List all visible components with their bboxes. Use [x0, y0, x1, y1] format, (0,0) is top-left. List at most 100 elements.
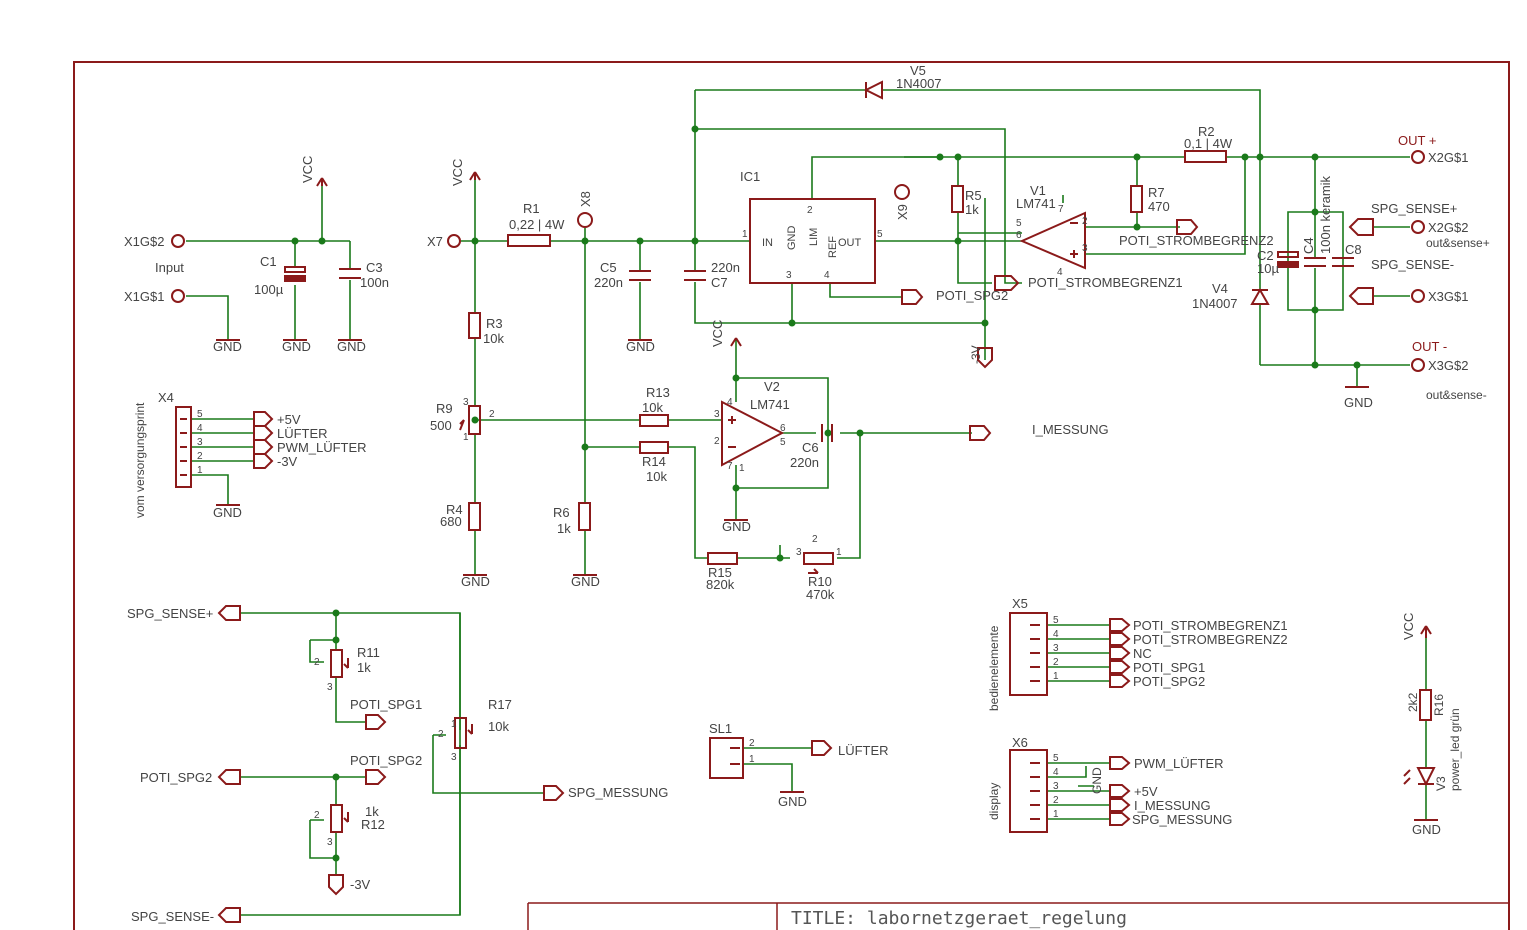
lbl-r15v: 820k — [706, 577, 735, 592]
lbl-r7: R7 — [1148, 185, 1165, 200]
labels: X1G$2 X1G$1 Input VCC C1 100µ C3 100n GN… — [124, 63, 1490, 924]
lbl-gnd-r6: GND — [571, 574, 600, 589]
lbl-r12: R12 — [361, 817, 385, 832]
pin-number: 2 — [812, 534, 818, 545]
lbl-r9v: 500 — [430, 418, 452, 433]
lbl-spg-sense-plus: SPG_SENSE+ — [1371, 201, 1457, 216]
lbl-x5-p2: POTI_SPG1 — [1133, 660, 1205, 675]
lbl-gnd-v2: GND — [722, 519, 751, 534]
pin-number: 2 — [314, 657, 320, 668]
v1-opamp-body — [1019, 211, 1086, 270]
lbl-r7v: 470 — [1148, 199, 1170, 214]
lbl-x3g2: X3G$2 — [1428, 358, 1468, 373]
lbl-pin-ref: REF — [827, 236, 839, 258]
lbl-c2v: 10µ — [1257, 261, 1279, 276]
lbl-v2: V2 — [764, 379, 780, 394]
lbl-r2v: 0,1 | 4W — [1184, 136, 1233, 151]
pin-number: 5 — [1053, 753, 1059, 764]
x5-body — [1009, 612, 1048, 696]
lbl-gnd-r4: GND — [461, 574, 490, 589]
pin-number: 3 — [1082, 243, 1088, 254]
lbl-poti-spg2-in: POTI_SPG2 — [140, 770, 212, 785]
lbl-r5v: 1k — [965, 202, 979, 217]
lbl-r4: R4 — [446, 502, 463, 517]
pin-number: 2 — [749, 738, 755, 749]
lbl-r11v: 1k — [357, 660, 371, 675]
lbl-x4-p3: PWM_LÜFTER — [277, 440, 367, 455]
lbl-c6: C6 — [802, 440, 819, 455]
lbl-r15: R15 — [708, 565, 732, 580]
lbl-x4: X4 — [158, 390, 174, 405]
lbl-gnd-sl1: GND — [778, 794, 807, 809]
lbl-gnd-led: GND — [1412, 822, 1441, 837]
pin-number: 2 — [1082, 216, 1088, 227]
lbl-spg-sense-plus-l: SPG_SENSE+ — [127, 606, 213, 621]
lbl-v2v: LM741 — [750, 397, 790, 412]
pin-number: 1 — [1053, 809, 1059, 820]
lbl-r1: R1 — [523, 201, 540, 216]
pin-number: 2 — [438, 729, 444, 740]
pin-numbers: 1 2 3 4 5 5 6 2 3 7 4 3 2 1 3 2 4 7 1 6 … — [197, 204, 1088, 848]
lbl-sl1: SL1 — [709, 721, 732, 736]
lbl-gnd-3: GND — [337, 339, 366, 354]
lbl-c1v: 100µ — [254, 282, 284, 297]
lbl-r6: R6 — [553, 505, 570, 520]
lbl-v4: V4 — [1212, 281, 1228, 296]
connector-x3g1 — [1411, 289, 1425, 303]
lbl-r11: R11 — [357, 645, 380, 660]
pin-number: 3 — [197, 437, 203, 448]
lbl-vcc-3: VCC — [710, 320, 725, 347]
lbl-luefter: LÜFTER — [838, 743, 889, 758]
lbl-c4: C4 — [1301, 237, 1316, 254]
connector-x1g2 — [171, 234, 185, 248]
lbl-spg-messung: SPG_MESSUNG — [568, 785, 668, 800]
lbl-input: Input — [155, 260, 184, 275]
pin-number: 1 — [1053, 671, 1059, 682]
pin-number: 6 — [780, 423, 786, 434]
lbl-poti-sb2: POTI_STROMBEGRENZ2 — [1119, 233, 1274, 248]
lbl-r4v: 680 — [440, 514, 462, 529]
lbl-x6-p3: +5V — [1134, 784, 1158, 799]
junctions — [291, 125, 1361, 862]
connector-x2g2 — [1411, 220, 1425, 234]
lbl-x6-p2: I_MESSUNG — [1134, 798, 1211, 813]
lbl-x4-p4: LÜFTER — [277, 426, 328, 441]
pin-number: 3 — [327, 682, 333, 693]
pin-number: 3 — [1053, 781, 1059, 792]
lbl-poti-sb1: POTI_STROMBEGRENZ1 — [1028, 275, 1183, 290]
lbl-x4-side: vom versorgungsprint — [133, 402, 147, 518]
x6-body — [1009, 749, 1048, 833]
lbl-c1: C1 — [260, 254, 277, 269]
lbl-x1g1: X1G$1 — [124, 289, 164, 304]
lbl-x6-p5: PWM_LÜFTER — [1134, 756, 1224, 771]
pin-number: 3 — [451, 752, 457, 763]
pin-number: 4 — [197, 423, 203, 434]
connector-x2g1 — [1411, 150, 1425, 164]
lbl-x5-p4: POTI_STROMBEGRENZ2 — [1133, 632, 1288, 647]
lbl-r16v: 2k2 — [1406, 692, 1420, 712]
lbl-r10: R10 — [808, 574, 832, 589]
lbl-c3: C3 — [366, 260, 383, 275]
lbl-v3: V3 — [1434, 776, 1448, 791]
pin-number: 2 — [489, 409, 495, 420]
lbl-r13v: 10k — [642, 400, 663, 415]
lbl-c5v: 220n — [594, 275, 623, 290]
lbl-spg-sense-minus-l: SPG_SENSE- — [131, 909, 214, 924]
lbl-v1v: LM741 — [1016, 196, 1056, 211]
lbl-r3v: 10k — [483, 331, 504, 346]
lbl-minus3v-ic: -3V — [969, 345, 983, 364]
lbl-c6v: 220n — [790, 455, 819, 470]
pin-number: 1 — [836, 547, 842, 558]
connector-x7 — [447, 234, 461, 248]
lbl-out-plus: OUT + — [1398, 133, 1436, 148]
lbl-vcc-2: VCC — [450, 159, 465, 186]
pin-number: 2 — [1053, 795, 1059, 806]
lbl-x4-p2: -3V — [277, 454, 298, 469]
pin-number: 7 — [727, 461, 733, 472]
lbl-ic1: IC1 — [740, 169, 760, 184]
lbl-c8: C8 — [1345, 242, 1362, 257]
lbl-x5: X5 — [1012, 596, 1028, 611]
lbl-vcc-1: VCC — [300, 156, 315, 183]
pin-number: 2 — [714, 436, 720, 447]
